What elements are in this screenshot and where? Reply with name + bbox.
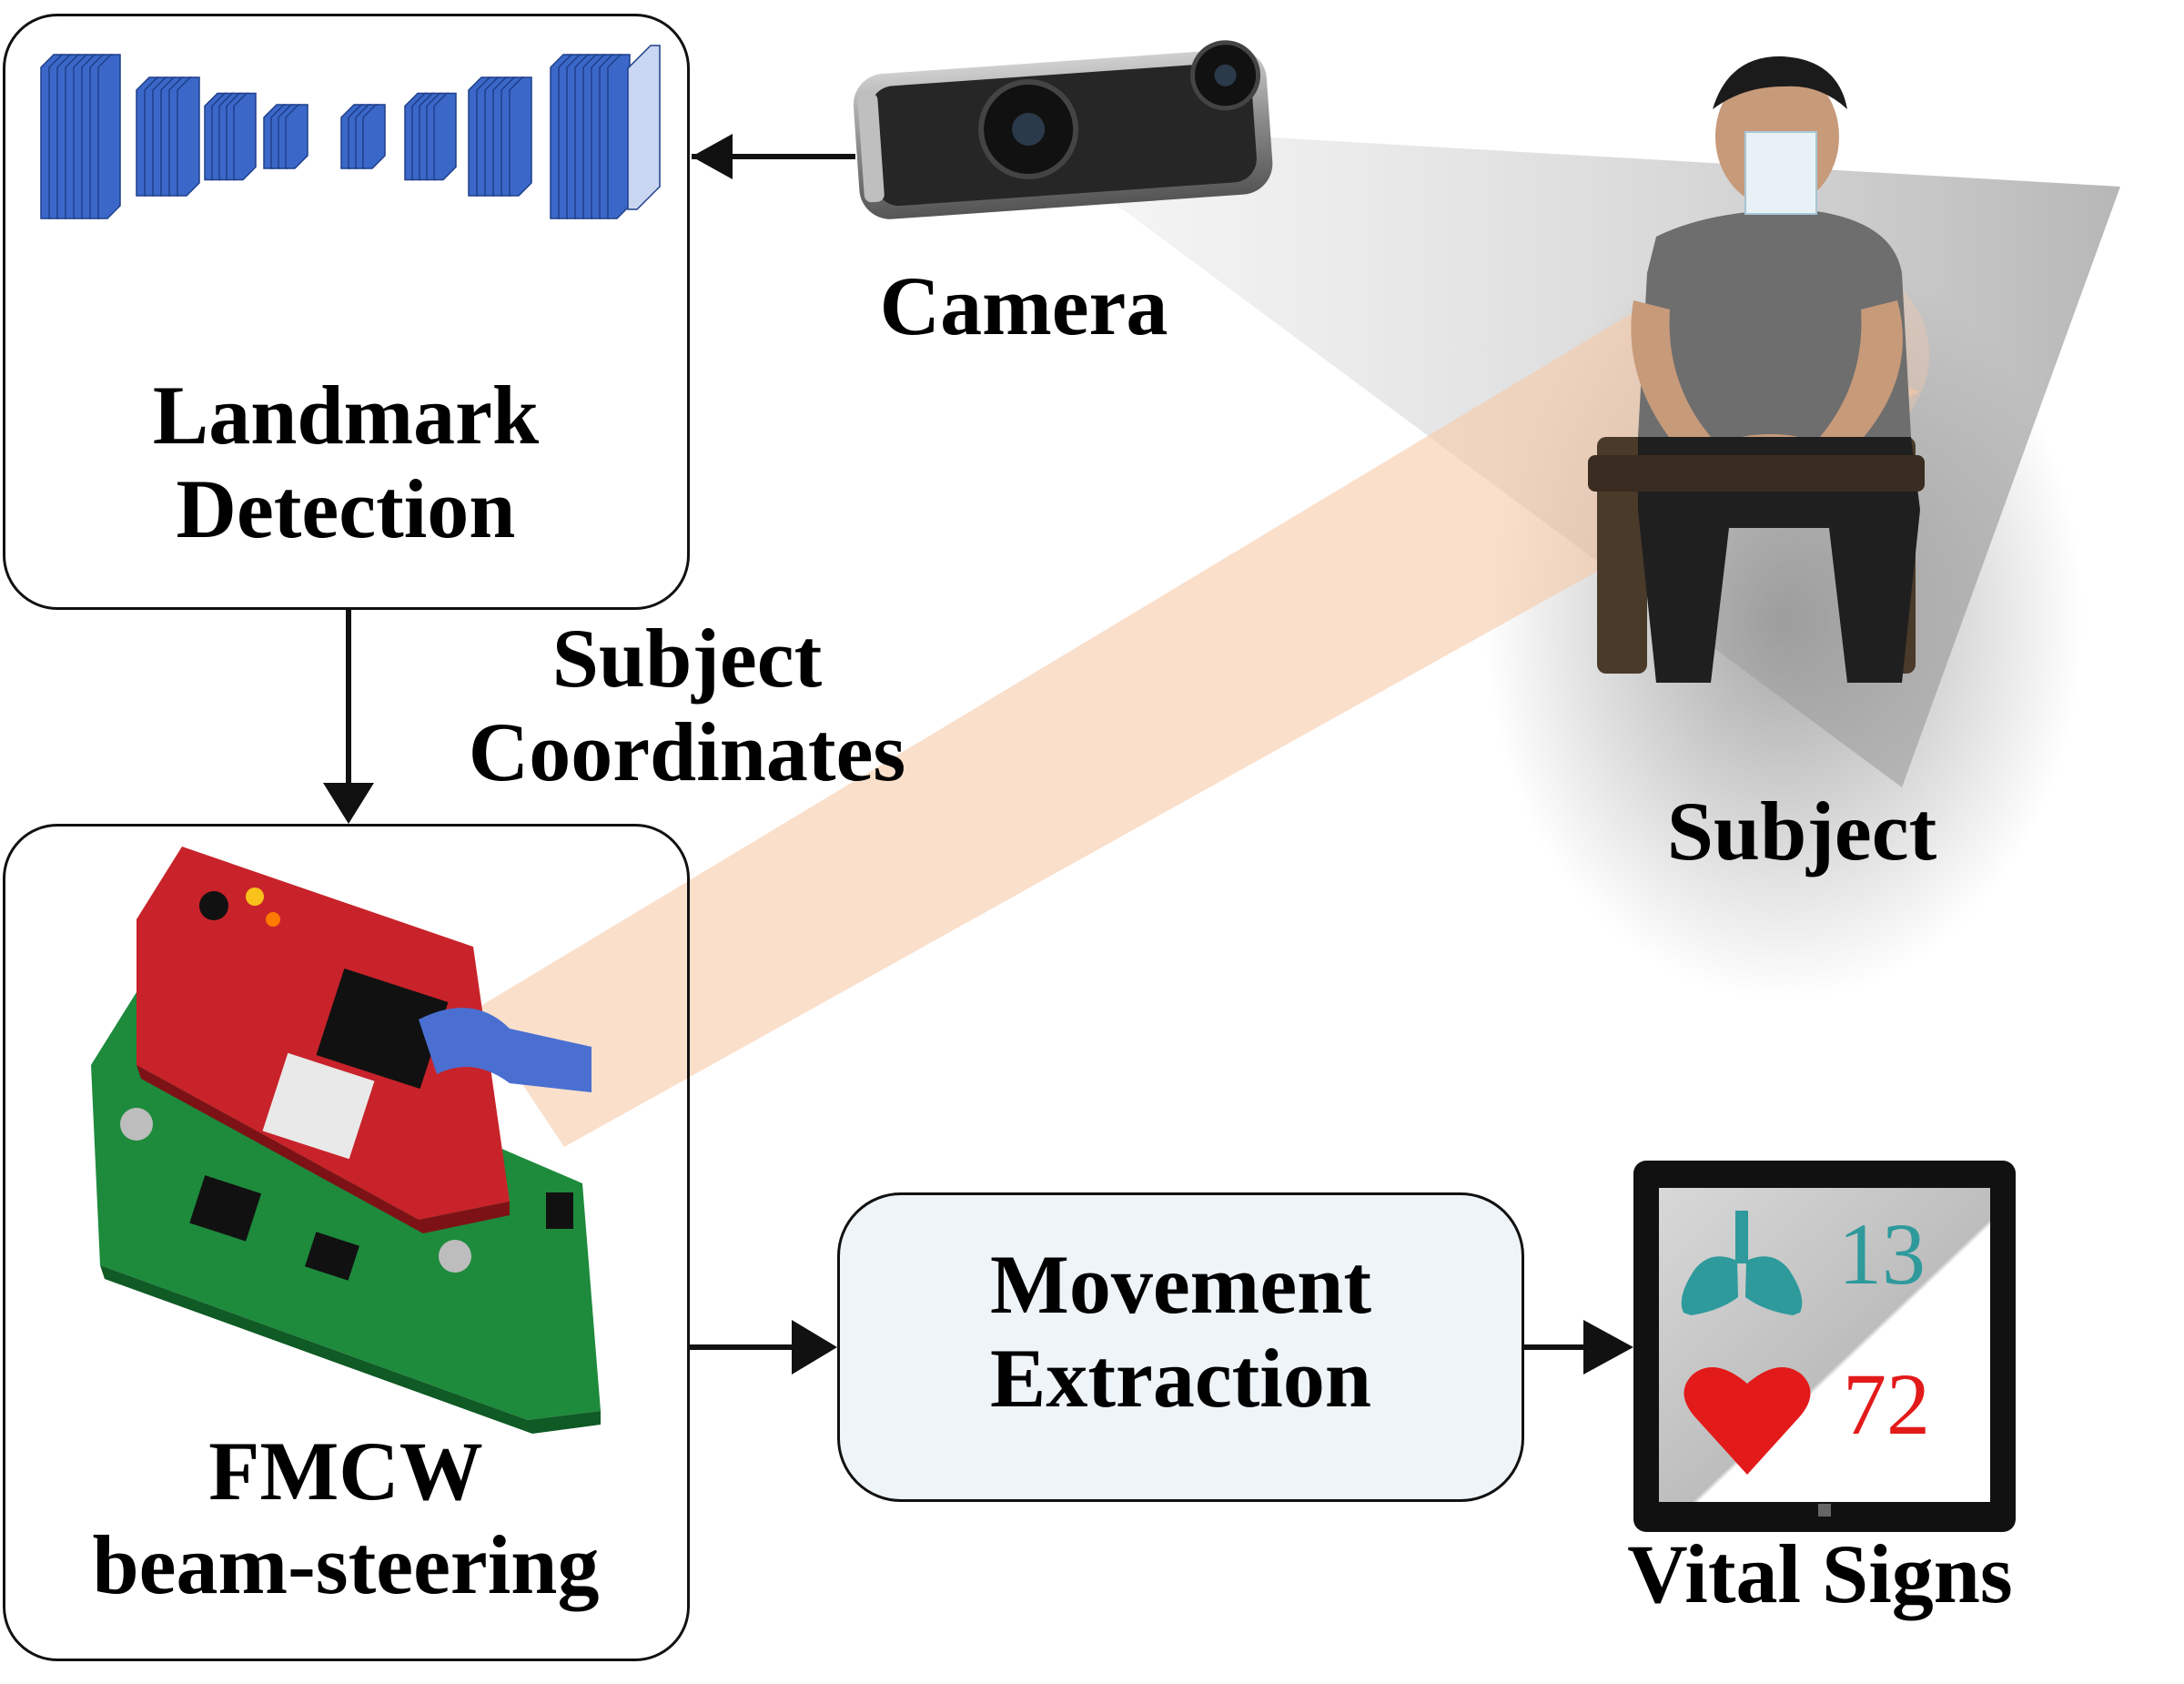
subject-figure	[1588, 56, 1925, 683]
movement-line1: Movement	[990, 1238, 1371, 1331]
heart-icon	[1684, 1367, 1811, 1475]
nn-layer	[509, 76, 532, 197]
nn-layer	[97, 54, 121, 219]
fmcw-box	[3, 824, 690, 1661]
movement-line2: Extraction	[989, 1332, 1372, 1425]
radar-beam	[473, 309, 1920, 1147]
movement-extraction-label: Movement Extraction	[846, 1238, 1515, 1425]
nn-layer	[233, 92, 257, 181]
nn-layer	[362, 104, 386, 169]
subject-coordinates-label: Subject Coordinates	[419, 612, 956, 799]
landmark-line1: Landmark	[152, 369, 540, 462]
subject-coordinates-line1: Subject	[551, 612, 823, 705]
fmcw-line1: FMCW	[208, 1425, 483, 1517]
neural-network-icon	[40, 45, 661, 219]
lungs-icon	[1681, 1211, 1803, 1315]
heart-rate-value: 72	[1843, 1355, 1930, 1453]
radar-board	[91, 847, 601, 1434]
nn-layer	[177, 76, 200, 197]
depth-camera	[853, 40, 1273, 219]
breathing-rate-value: 13	[1838, 1205, 1926, 1303]
nn-layer	[433, 92, 457, 181]
movement-extraction-box	[837, 1192, 1524, 1502]
camera-label: Camera	[879, 259, 1168, 352]
subject-label: Subject	[1666, 785, 1937, 878]
tablet	[1633, 1161, 2016, 1532]
landmark-detection-box	[3, 14, 690, 610]
landmark-detection-label: Landmark Detection	[36, 369, 655, 556]
fmcw-label: FMCW beam-steering	[9, 1425, 682, 1612]
face-blur	[1744, 131, 1817, 215]
fmcw-line2: beam-steering	[92, 1518, 600, 1612]
vital-signs-label: Vital Signs	[1627, 1527, 2013, 1620]
subject-coordinates-line2: Coordinates	[468, 705, 906, 799]
nn-layer	[285, 104, 308, 169]
landmark-line2: Detection	[176, 462, 516, 556]
